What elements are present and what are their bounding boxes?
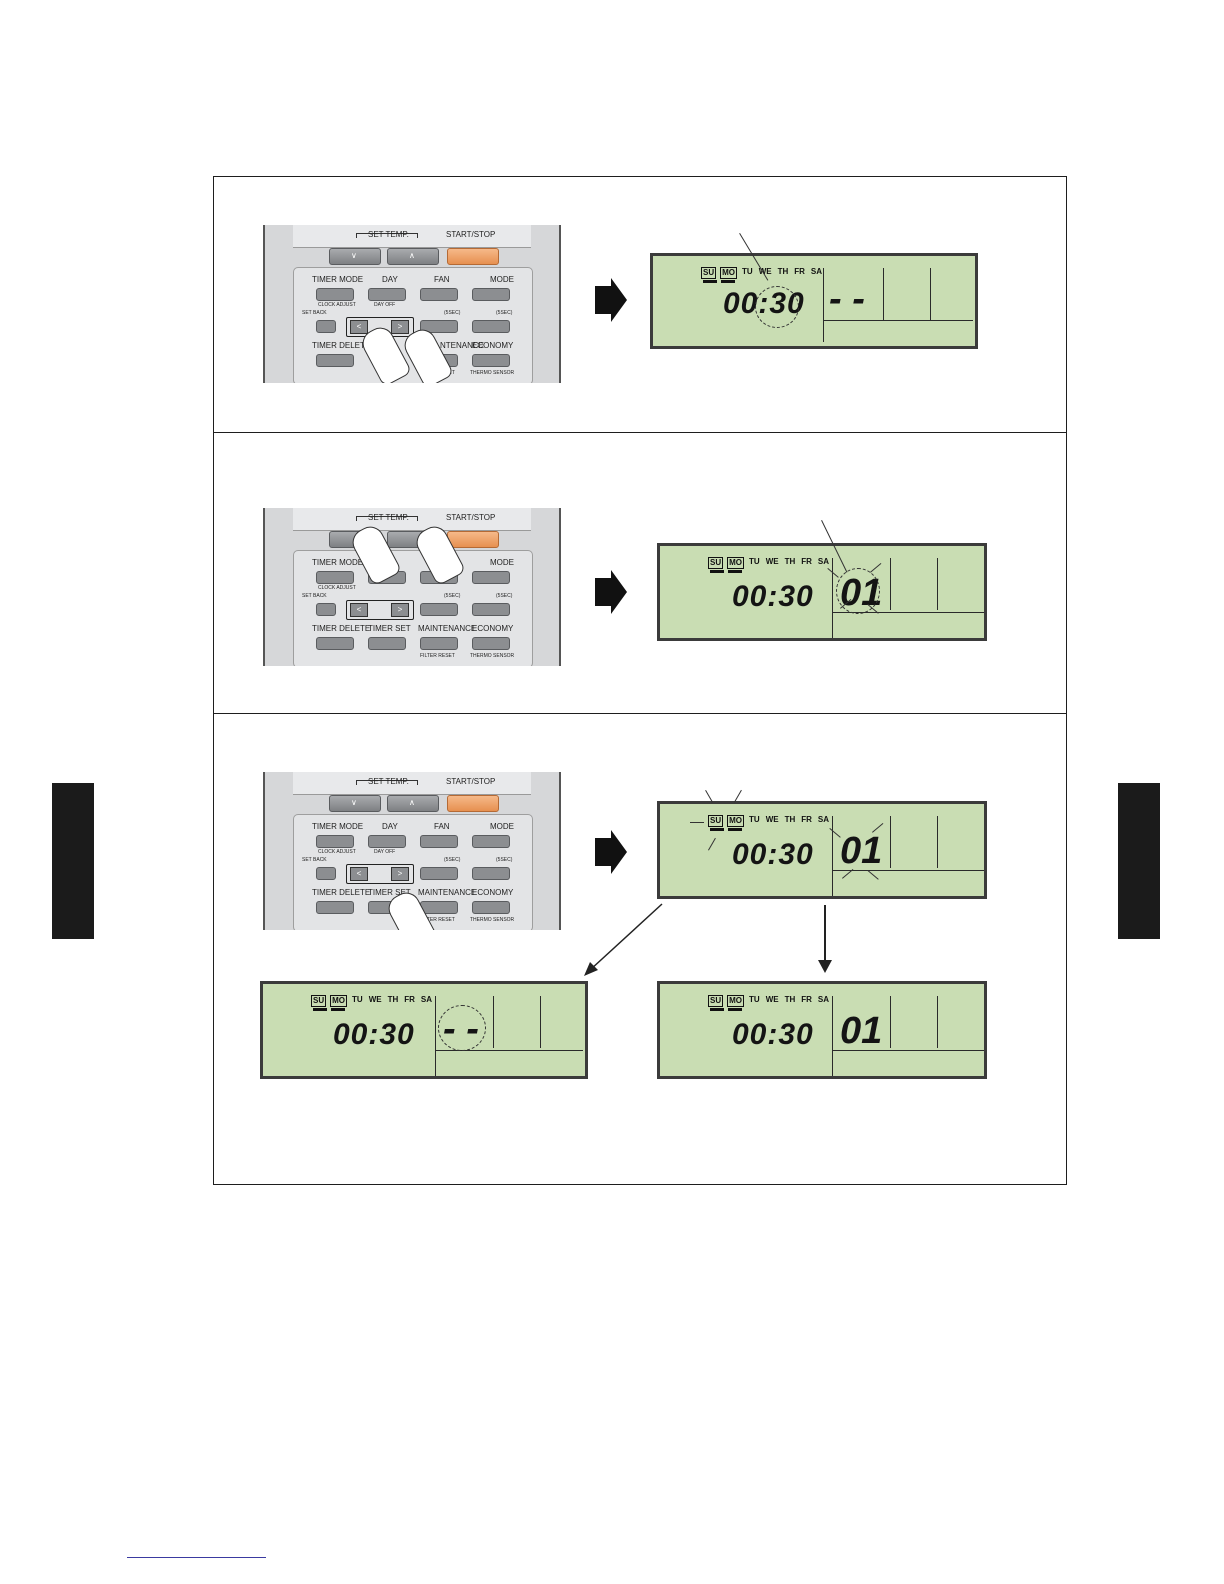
temp-up-button[interactable]: ∧ xyxy=(387,248,439,265)
swing-button[interactable] xyxy=(472,603,510,616)
mode-button[interactable] xyxy=(472,571,510,584)
next-step-arrow-icon xyxy=(595,278,627,322)
remote-control-step2: SET TEMP. START/STOP TIMER MODE FAN MODE… xyxy=(263,508,561,666)
mode-button[interactable] xyxy=(472,288,510,301)
start-stop-button[interactable] xyxy=(447,248,499,265)
timer-mode-button[interactable] xyxy=(316,835,354,848)
clock-select-box: < > xyxy=(346,864,414,884)
sleep-button[interactable] xyxy=(420,603,458,616)
step-divider-1 xyxy=(214,432,1066,433)
highlight-circle xyxy=(836,568,880,614)
maintenance-label: NTENANCE xyxy=(440,341,485,350)
program-number: 01 xyxy=(840,830,883,872)
step-divider-2 xyxy=(214,713,1066,714)
timer-delete-button[interactable] xyxy=(316,637,354,650)
economy-button[interactable] xyxy=(472,637,510,650)
set-back-button[interactable] xyxy=(316,867,336,880)
remote-control-step1: SET TEMP. START/STOP ∨ ∧ TIMER MODE DAY … xyxy=(263,225,561,383)
clock-left-button[interactable]: < xyxy=(350,603,368,617)
branch-arrow-left-icon xyxy=(584,903,663,976)
sleep-button[interactable] xyxy=(420,320,458,333)
swing-button[interactable] xyxy=(472,320,510,333)
temp-down-button[interactable]: ∨ xyxy=(329,248,381,265)
swing-button[interactable] xyxy=(472,867,510,880)
procedure-frame xyxy=(213,176,1067,1185)
economy-button[interactable] xyxy=(472,354,510,367)
start-stop-label: START/STOP xyxy=(446,230,496,239)
timer-mode-label: TIMER MODE xyxy=(312,275,364,284)
footer-link-underline xyxy=(127,1557,266,1558)
set-temp-label: SET TEMP. xyxy=(368,230,409,239)
day-button[interactable] xyxy=(368,835,406,848)
temp-down-button[interactable]: ∨ xyxy=(329,795,381,812)
next-step-arrow-icon xyxy=(595,570,627,614)
start-stop-button[interactable] xyxy=(447,795,499,812)
clock-left-button[interactable]: < xyxy=(350,867,368,881)
highlight-circle xyxy=(755,286,799,328)
set-back-label: SET BACK xyxy=(302,310,327,316)
maintenance-button[interactable] xyxy=(420,901,458,914)
economy-label: ECONOMY xyxy=(472,341,514,350)
timer-mode-button[interactable] xyxy=(316,288,354,301)
program-number: 01 xyxy=(840,1010,883,1052)
right-section-tab xyxy=(1118,783,1160,939)
thermo-sensor-label: THERMO SENSOR xyxy=(470,370,515,376)
sleep-button[interactable] xyxy=(420,867,458,880)
day-off-label: DAY OFF xyxy=(374,302,396,308)
timer-delete-label: TIMER DELETE xyxy=(312,341,371,350)
time-readout: 00:30 xyxy=(333,1018,415,1051)
clock-adjust-label: CLOCK ADJUST xyxy=(318,302,356,308)
clock-right-button[interactable]: > xyxy=(391,603,409,617)
timer-delete-button[interactable] xyxy=(316,901,354,914)
maintenance-button[interactable] xyxy=(420,637,458,650)
start-stop-button[interactable] xyxy=(447,531,499,548)
branch-arrow-down-icon xyxy=(818,905,832,973)
mode-label: MODE xyxy=(490,275,514,284)
clock-right-button[interactable]: > xyxy=(391,320,409,334)
day-button[interactable] xyxy=(368,288,406,301)
timer-set-button[interactable] xyxy=(368,637,406,650)
mode-button[interactable] xyxy=(472,835,510,848)
timer-delete-button[interactable] xyxy=(316,354,354,367)
fan-button[interactable] xyxy=(420,835,458,848)
set-back-button[interactable] xyxy=(316,320,336,333)
time-readout: 00:30 xyxy=(732,1018,814,1051)
remote-control-step3: SET TEMP. START/STOP ∨ ∧ TIMER MODE DAY … xyxy=(263,772,561,930)
clock-right-button[interactable]: > xyxy=(391,867,409,881)
left-section-tab xyxy=(52,783,94,939)
clock-left-button[interactable]: < xyxy=(350,320,368,334)
time-readout: 00:30 xyxy=(732,838,814,871)
fan-button[interactable] xyxy=(420,288,458,301)
timer-mode-button[interactable] xyxy=(316,571,354,584)
highlight-circle xyxy=(438,1005,486,1051)
economy-button[interactable] xyxy=(472,901,510,914)
program-number: - - xyxy=(829,278,865,320)
fan-label: FAN xyxy=(434,275,450,284)
temp-up-button[interactable]: ∧ xyxy=(387,795,439,812)
next-step-arrow-icon xyxy=(595,830,627,874)
time-readout: 00:30 xyxy=(732,580,814,613)
set-back-button[interactable] xyxy=(316,603,336,616)
day-label: DAY xyxy=(382,275,398,284)
clock-select-box: < > xyxy=(346,600,414,620)
